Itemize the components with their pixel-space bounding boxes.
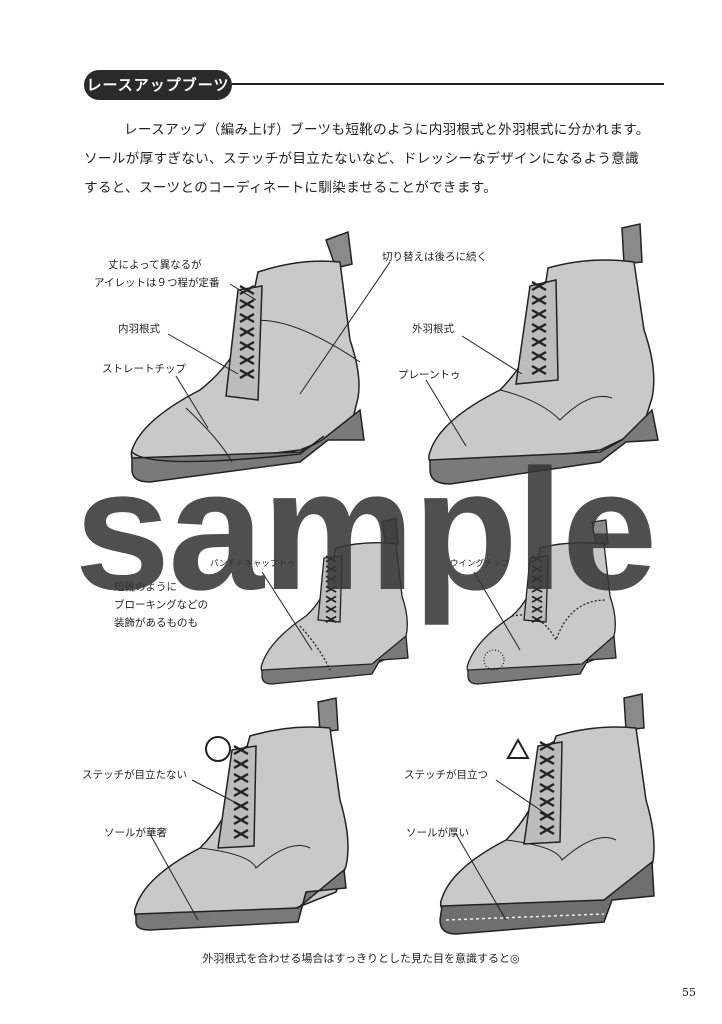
label-stitch-visible: ステッチが目立つ	[404, 769, 488, 781]
label-plain-toe: プレーントゥ	[398, 369, 461, 381]
boot-punched-cap-toe	[260, 517, 409, 685]
good-mark-circle	[205, 736, 231, 762]
boot-wing-tip	[466, 519, 617, 685]
sample-watermark: sample	[74, 434, 658, 626]
label-sole-thick: ソールが厚い	[406, 827, 469, 839]
boot-delicate-sole	[133, 697, 349, 931]
label-wing-tip: ウイングチップ	[450, 559, 510, 569]
intro-line-2: ソールが厚すぎない、ステッチが目立たないなど、ドレッシーなデザインになるよう意識	[84, 151, 640, 167]
label-stitch-subtle: ステッチが目立たない	[82, 769, 187, 781]
intro-line-1: レースアップ（編み上げ）ブーツも短靴のように内羽根式と外羽根式に分かれます。	[124, 122, 650, 138]
label-sole-delicate: ソールが華奢	[104, 827, 167, 839]
label-cut-continues: 切り替えは後ろに続く	[382, 251, 487, 263]
boot-inner-straight-tip	[130, 230, 365, 483]
leader-lines	[149, 261, 553, 921]
label-punched-cap-toe: パンチドキャップトゥ	[210, 559, 296, 569]
section-title: レースアップブーツ	[84, 70, 232, 100]
label-outer-lacing: 外羽根式	[412, 323, 454, 335]
label-inner-lacing: 内羽根式	[118, 323, 160, 335]
label-eyelet-line2: アイレットは９つ程が定番	[94, 277, 220, 289]
label-eyelet-line1: 丈によって異なるが	[108, 259, 202, 271]
boot-thick-sole	[439, 693, 655, 935]
intro-line-3: すると、スーツとのコーディネートに馴染ませることができます。	[84, 180, 498, 196]
label-straight-tip: ストレートチップ	[102, 363, 186, 375]
boot-outer-plain-toe	[428, 223, 659, 485]
section-divider	[232, 83, 664, 85]
label-brogue-line1: 短靴のように	[114, 581, 177, 593]
label-brogue-line2: ブローキングなどの	[114, 599, 209, 611]
intro-paragraph: レースアップ（編み上げ）ブーツも短靴のように内羽根式と外羽根式に分かれます。 ソ…	[84, 116, 684, 203]
figure-caption: 外羽根式を合わせる場合はすっきりとした見た目を意識すると◎	[202, 952, 520, 965]
page-number: 55	[682, 986, 696, 999]
label-brogue-line3: 装飾があるものも	[114, 617, 198, 629]
ok-mark-triangle	[506, 738, 530, 759]
